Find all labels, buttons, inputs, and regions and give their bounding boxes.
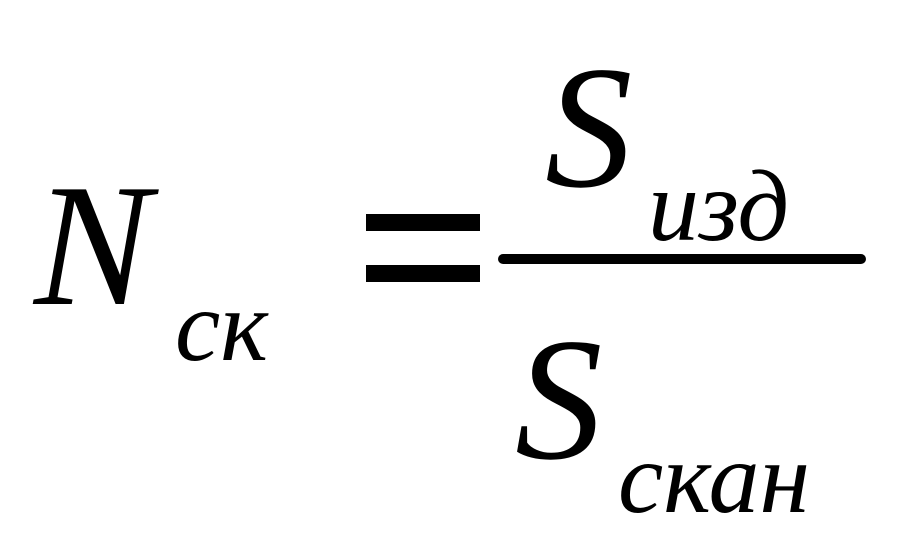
numerator-subscript: изд <box>648 150 790 263</box>
equals-bar-bottom <box>366 265 480 282</box>
lhs-symbol: N <box>34 148 151 342</box>
denominator-symbol: S <box>515 302 603 496</box>
equals-bar-top <box>366 214 480 231</box>
fraction-bar <box>498 254 866 264</box>
lhs-subscript: ск <box>175 270 268 383</box>
denominator-subscript: скан <box>618 422 811 535</box>
numerator-symbol: S <box>545 30 633 224</box>
